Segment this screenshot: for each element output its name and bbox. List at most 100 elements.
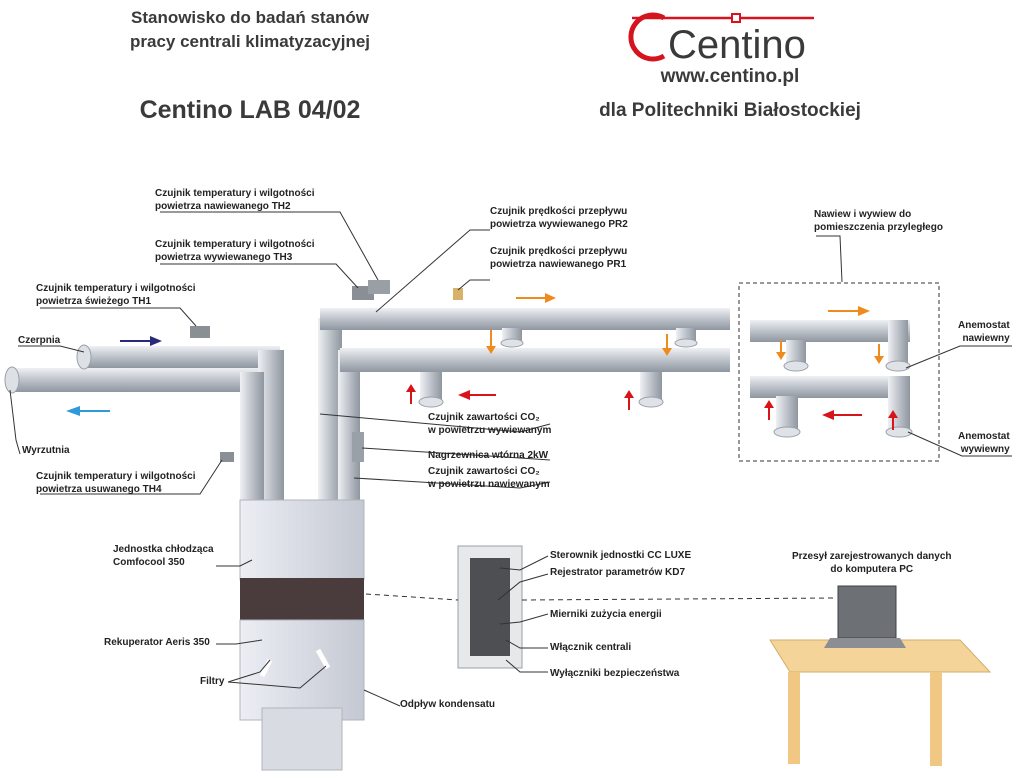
title-line-2: pracy centrali klimatyzacyjnej (129, 32, 371, 51)
label-co2-supply-line2: w powietrzu nawiewanym (428, 479, 550, 490)
label-co2-exhaust: Czujnik zawartości CO₂ w powietrzu wywie… (428, 411, 551, 437)
label-safety-switches: Wyłączniki bezpieczeństwa (550, 668, 680, 679)
label-filters: Filtry (200, 676, 225, 687)
recuperator-unit (239, 619, 365, 721)
label-anemostat-exhaust-line1: Anemostat (958, 431, 1010, 442)
adjacent-room-box (738, 282, 940, 462)
label-anemostat-supply-line2: nawiewny (962, 333, 1010, 344)
return-diffuser-1-face (418, 396, 444, 408)
client-name: dla Politechniki Białostockiej (599, 100, 861, 121)
return-diffuser-2-face (638, 396, 664, 408)
label-co2-supply: Czujnik zawartości CO₂ w powietrzu nawie… (428, 465, 550, 491)
sensor-pr (453, 288, 463, 300)
label-th1-line1: Czujnik temperatury i wilgotności (36, 283, 196, 294)
supply-diffuser-2 (676, 328, 696, 342)
label-cooling-unit-line1: Jednostka chłodząca (113, 544, 214, 555)
title-line-1: Stanowisko do badań stanów (130, 8, 370, 27)
label-th1: Czujnik temperatury i wilgotności powiet… (36, 282, 195, 308)
leader-lines (9, 211, 1012, 707)
laptop-base (824, 638, 906, 648)
anemostat-supply-face (885, 360, 911, 372)
flow-arrow-red-up-3 (764, 400, 774, 420)
room-return-drop (888, 376, 910, 430)
logo-c-arc (628, 12, 666, 62)
exhaust-riser (240, 372, 264, 502)
label-condensate: Odpływ kondensatu (400, 699, 496, 710)
sensor-th4 (220, 452, 234, 462)
label-data-transfer-line2: do komputera PC (830, 564, 914, 575)
wyrzutnia-opening (4, 366, 20, 394)
supply-elbow (320, 308, 420, 330)
flow-arrow-orange-down-4 (874, 344, 884, 364)
website: www.centino.pl (660, 66, 800, 87)
laptop-screen (837, 585, 897, 639)
label-recorder: Rejestrator parametrów KD7 (550, 567, 686, 578)
flow-arrow-orange-down-2 (662, 334, 672, 356)
label-adjacent-room: Nawiew i wywiew do pomieszczenia przyleg… (814, 208, 943, 234)
flow-arrow-navy (120, 336, 162, 346)
centino-logo: Centino (628, 12, 814, 64)
label-wyrzutnia: Wyrzutnia (22, 445, 70, 456)
model-name: Centino LAB 04/02 (139, 96, 361, 124)
return-diffuser-2 (640, 372, 662, 400)
label-th4-line2: powietrza usuwanego TH4 (36, 484, 162, 495)
cooling-unit (239, 499, 365, 581)
flow-arrow-red-up-1 (406, 384, 416, 404)
label-pr2: Czujnik prędkości przepływu powietrza wy… (490, 205, 628, 231)
label-pr2-line2: powietrza wywiewanego PR2 (490, 219, 628, 230)
header-title: Stanowisko do badań stanów pracy central… (70, 6, 430, 54)
label-adjacent-room-line1: Nawiew i wywiew do (814, 209, 912, 220)
pc-link (521, 597, 837, 601)
filter-1 (259, 658, 273, 678)
sensor-th2 (368, 280, 390, 294)
supply-main-duct (330, 308, 730, 330)
label-th3-line2: powietrza wywiewanego TH3 (155, 252, 293, 263)
label-th2: Czujnik temperatury i wilgotności powiet… (155, 187, 314, 213)
label-anemostat-supply-line1: Anemostat (958, 320, 1010, 331)
flow-arrow-red-up-2 (624, 390, 634, 410)
room-supply-drop (888, 320, 908, 364)
label-cooling-unit-line2: Comfocool 350 (113, 557, 185, 568)
label-co2-exhaust-line2: w powietrzu wywiewanym (428, 425, 552, 436)
cabinet-interior (470, 558, 510, 656)
flow-arrow-blue (66, 406, 110, 416)
flow-arrow-orange-down-1 (486, 330, 496, 354)
intake-duct (80, 346, 280, 368)
return-main-duct (340, 348, 730, 372)
label-heater: Nagrzewnica wtórna 2kW (428, 450, 549, 461)
logo-square (731, 13, 741, 23)
exhaust-duct (8, 368, 268, 392)
room-supply-diffuser-face (783, 360, 809, 372)
label-anemostat-supply: Anemostat nawiewny (958, 319, 1010, 345)
cabinet-link (365, 593, 459, 601)
label-anemostat-exhaust-line2: wywiewny (960, 444, 1010, 455)
supply-diffuser-2-face (674, 338, 698, 348)
flow-arrow-orange-1 (516, 293, 556, 303)
label-th2-line1: Czujnik temperatury i wilgotności (155, 188, 315, 199)
label-main-switch: Włącznik centrali (550, 642, 632, 653)
label-recuperator: Rekuperator Aeris 350 (104, 637, 210, 648)
flow-arrow-red-up-4 (888, 410, 898, 430)
label-th1-line2: powietrza świeżego TH1 (36, 296, 152, 307)
room-return-diffuser (776, 396, 798, 430)
label-cooling-unit: Jednostka chłodząca Comfocool 350 (113, 543, 214, 569)
sensor-th1 (190, 326, 210, 338)
flow-arrow-red-2 (822, 410, 862, 420)
return-diffuser-1 (420, 372, 442, 400)
flow-arrow-red-1 (458, 390, 496, 400)
label-pr1-line2: powietrza nawiewanego PR1 (490, 259, 627, 270)
label-th3-line1: Czujnik temperatury i wilgotności (155, 239, 315, 250)
label-adjacent-room-line2: pomieszczenia przyległego (814, 222, 943, 233)
label-pr1-line1: Czujnik prędkości przepływu (490, 246, 628, 257)
room-supply-diffuser (786, 340, 806, 364)
label-co2-supply-line1: Czujnik zawartości CO₂ (428, 466, 540, 477)
desk-leg-2 (930, 672, 942, 766)
room-return-duct (750, 376, 910, 398)
label-pr1: Czujnik prędkości przepływu powietrza na… (490, 245, 627, 271)
label-energy-meters: Mierniki zużycia energii (550, 609, 662, 620)
heater-box (352, 432, 364, 462)
flow-arrow-orange-2 (828, 306, 870, 316)
czerpnia-opening (76, 344, 92, 370)
